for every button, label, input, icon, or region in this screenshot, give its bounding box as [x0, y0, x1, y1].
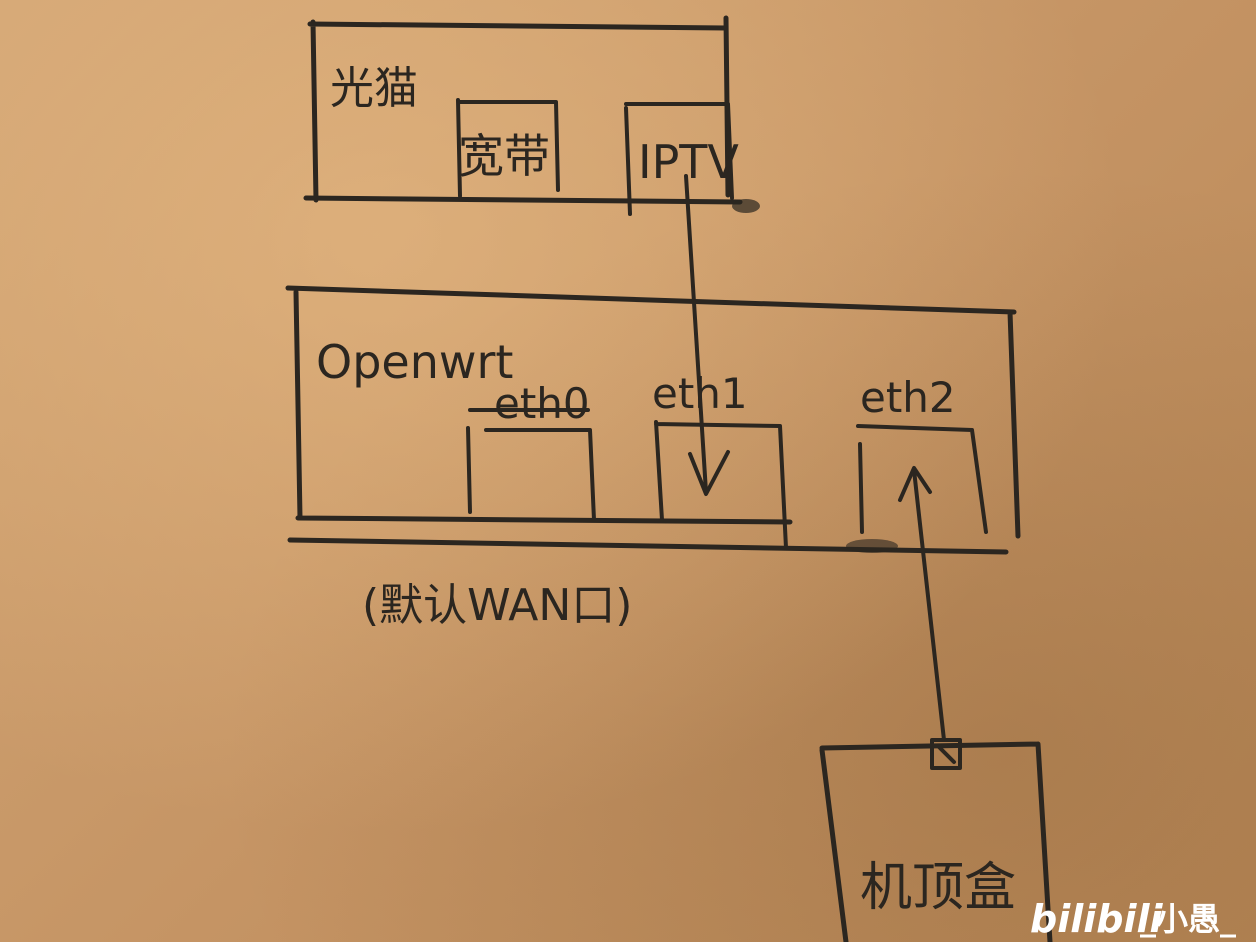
- router-wan-note: (默认WAN口): [362, 580, 632, 631]
- stb-port: [930, 738, 962, 770]
- modem-port-iptv-label: IPTV: [638, 135, 739, 189]
- router-label: Openwrt: [316, 335, 513, 389]
- router-box: [285, 285, 1021, 555]
- arrow-stb-to-eth2: [898, 466, 946, 742]
- modem-box: [303, 15, 743, 205]
- modem-port-iptv: [624, 102, 734, 216]
- router-port-eth0: [466, 408, 596, 522]
- ink-smudge: [846, 539, 898, 553]
- stb-label: 机顶盒: [860, 858, 1016, 918]
- router-port-eth1: [654, 420, 788, 550]
- router-port-eth0-label: eth0: [494, 379, 590, 428]
- watermark-brand: bilibili: [1030, 897, 1164, 941]
- arrow-iptv-to-eth1: [684, 174, 730, 496]
- watermark-author: _小愚_: [1140, 900, 1236, 938]
- router-port-eth2-label: eth2: [860, 373, 956, 422]
- modem-label: 光猫: [330, 63, 418, 114]
- router-port-eth2: [856, 424, 988, 534]
- modem-port-broadband-label: 宽带: [458, 129, 550, 183]
- modem-port-broadband: [456, 98, 560, 198]
- ink-smudge: [732, 199, 760, 213]
